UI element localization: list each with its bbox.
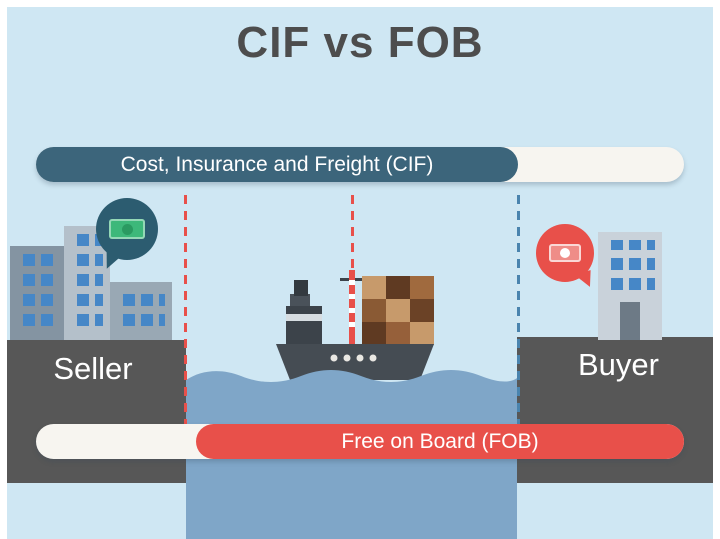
office-building-icon xyxy=(598,232,662,340)
onboard-boundary-dashed-line xyxy=(351,195,354,279)
speech-bubble-tail xyxy=(574,270,595,290)
city-buildings-icon xyxy=(10,246,64,340)
page-title: CIF vs FOB xyxy=(236,18,484,67)
building-windows xyxy=(117,290,165,334)
cash-circle xyxy=(560,248,570,258)
cif-bar-fill: Cost, Insurance and Freight (CIF) xyxy=(36,147,518,182)
seller-label: Seller xyxy=(53,351,133,386)
cash-circle xyxy=(121,223,133,235)
cash-icon xyxy=(109,219,145,239)
city-buildings-icon xyxy=(64,226,110,340)
building-windows xyxy=(17,254,57,334)
building-windows xyxy=(605,240,655,298)
cif-bar-label: Cost, Insurance and Freight (CIF) xyxy=(120,152,434,176)
fob-bar-label: Free on Board (FOB) xyxy=(341,429,539,453)
speech-bubble-icon xyxy=(96,198,158,260)
buyer-label: Buyer xyxy=(578,347,659,382)
seller-boundary-dashed-line xyxy=(184,195,187,424)
speech-bubble-icon xyxy=(536,224,594,282)
buyer-boundary-dashed-line xyxy=(517,195,520,424)
cash-icon xyxy=(549,244,581,262)
fob-bar-fill: Free on Board (FOB) xyxy=(196,424,684,459)
city-buildings-icon xyxy=(110,282,172,340)
building-door xyxy=(620,302,640,340)
cargo-ship-icon xyxy=(270,270,440,382)
cif-bar: Cost, Insurance and Freight (CIF) xyxy=(36,147,684,182)
fob-bar: Free on Board (FOB) xyxy=(36,424,684,459)
building-windows xyxy=(71,234,103,334)
seller-platform xyxy=(0,340,186,483)
